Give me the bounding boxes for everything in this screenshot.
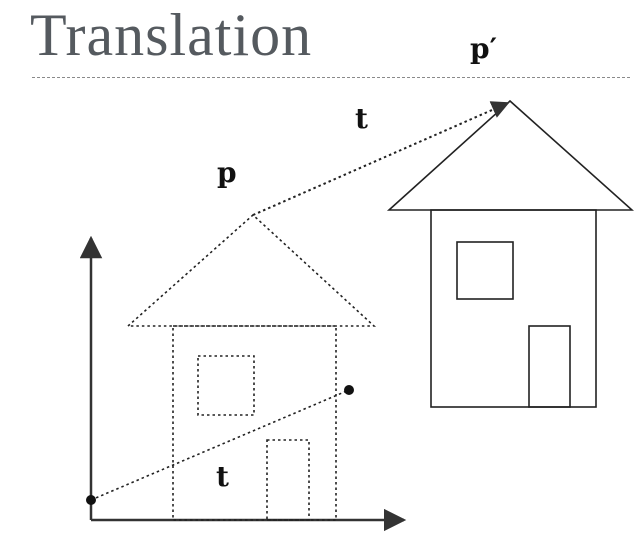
translation-vector-top — [253, 103, 508, 215]
label-p-prime: p′ — [470, 34, 497, 64]
original-house-door — [267, 440, 309, 520]
label-t-bottom: t — [216, 462, 229, 492]
label-p: p — [217, 158, 237, 188]
original-house-roof — [128, 215, 374, 326]
original-house — [128, 215, 374, 520]
label-t-top: t — [355, 104, 368, 134]
original-house-body — [173, 326, 336, 520]
vector-end-point — [344, 385, 354, 395]
origin-point — [86, 495, 96, 505]
translated-house-window — [457, 242, 513, 299]
translated-house — [389, 101, 632, 407]
translated-house-door — [529, 326, 570, 407]
original-house-window — [198, 356, 254, 415]
translated-house-body — [431, 210, 596, 407]
translated-house-roof — [389, 101, 632, 210]
coordinate-axes — [91, 238, 404, 520]
